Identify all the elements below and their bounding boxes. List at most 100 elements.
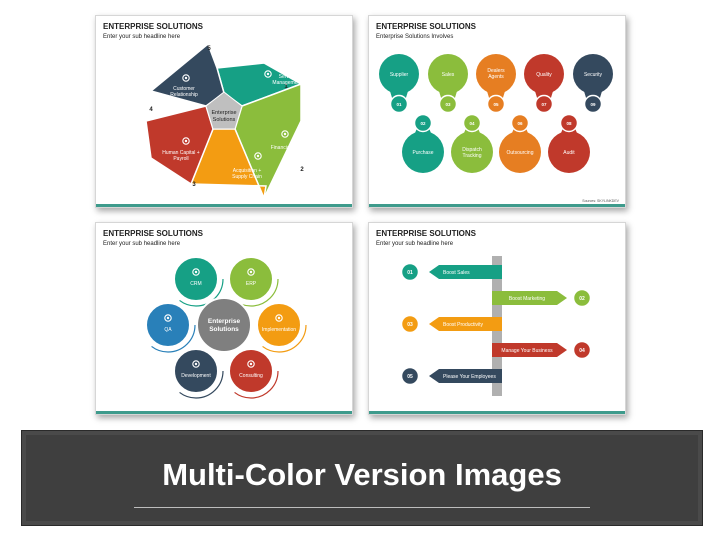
segment-label: Supply Chain [232, 174, 262, 180]
top-label: Sales [442, 72, 455, 78]
step-label: Boost Sales [443, 270, 470, 276]
center-label-line1: Enterprise [211, 110, 236, 116]
slide-title: ENTERPRISE SOLUTIONS [376, 22, 477, 31]
gear-icon-ring [247, 268, 255, 276]
gear-icon-core [277, 316, 281, 320]
top-bubble [476, 54, 516, 94]
center-pentagon [205, 91, 243, 130]
segment-label: Management [272, 80, 302, 86]
step-number: 04 [579, 348, 585, 354]
top-bubble [573, 54, 613, 94]
badge-number: 08 [566, 121, 572, 126]
step-label: Manage Your Business [501, 348, 553, 354]
segment-label: Service [279, 74, 296, 80]
gear-icon-ring [192, 360, 200, 368]
step-badge [400, 314, 420, 334]
top-label: Agents [488, 74, 504, 80]
step-arrow [492, 291, 567, 305]
badge-number: 06 [517, 121, 523, 126]
top-bubble [428, 54, 468, 94]
gear-icon [247, 268, 255, 276]
gear-icon [264, 70, 272, 78]
cycle-label: Development [181, 373, 211, 379]
step-label: Boost Marketing [509, 296, 545, 302]
pentagon-diagram: 1ServiceManagement2Financials3Acquisitio… [145, 42, 304, 201]
badge-number: 03 [445, 102, 451, 107]
person-icon [254, 152, 262, 160]
money-bag-icon [281, 130, 289, 138]
top-item: Sales 03 [428, 54, 468, 114]
step-arrow [492, 343, 567, 357]
gear-icon-ring [264, 70, 272, 78]
step-badge [400, 262, 420, 282]
step-label: Boost Productivity [443, 322, 484, 328]
bottom-label: Tracking [463, 153, 482, 159]
slide-subtitle: Enter your sub headline here [103, 241, 181, 247]
people-icon [182, 137, 190, 145]
slide-subtitle: Enterprise Solutions Involves [376, 34, 454, 40]
gear-icon-ring [275, 314, 283, 322]
top-bubble [524, 54, 564, 94]
cycle-label: Consulting [239, 373, 263, 379]
gear-icon-ring [164, 314, 172, 322]
banner-divider [134, 507, 590, 508]
person-icon-core [256, 154, 260, 158]
number-badge [534, 94, 554, 114]
cycle-circle [228, 256, 274, 302]
step-item: 03 Boost Productivity [400, 314, 502, 334]
step-badge [400, 366, 420, 386]
center-label-line2: Solutions [209, 326, 239, 333]
slide-subtitle: Enter your sub headline here [376, 241, 454, 247]
cycle-label: ERP [246, 281, 257, 287]
center-label-line1: Enterprise [208, 318, 241, 325]
cycle-arc [168, 251, 224, 307]
handshake-icon [182, 74, 190, 82]
center-circle [196, 297, 252, 353]
number-badge [583, 94, 603, 114]
badge-number: 02 [420, 121, 426, 126]
badge-number: 04 [469, 121, 475, 126]
segment-label: Customer [173, 86, 195, 92]
handshake-icon-core [184, 76, 188, 80]
crm-icon [192, 268, 200, 276]
number-badge [486, 94, 506, 114]
top-label: Dealers [487, 68, 505, 74]
cycle-item: ERP [223, 251, 279, 307]
step-badge [572, 288, 592, 308]
cycle-arc [140, 297, 196, 353]
number-badge [559, 113, 579, 133]
cycle-circle [173, 348, 219, 394]
segment-label: Human Capital + [162, 150, 199, 156]
cycle-arc [223, 343, 279, 399]
number-badge [510, 113, 530, 133]
cycle-circle [145, 302, 191, 348]
slide-thumbnail-cycle[interactable]: ENTERPRISE SOLUTIONS Enter your sub head… [95, 222, 353, 415]
step-arrow [429, 317, 502, 331]
badge-number: 05 [493, 102, 499, 107]
slide-footer-bar [96, 411, 352, 414]
gear-icon-core [166, 316, 170, 320]
cycle-label: Implementation [262, 327, 296, 333]
bottom-label: Audit [563, 150, 575, 156]
slide-thumbnail-pentagon[interactable]: ENTERPRISE SOLUTIONS Enter your sub head… [95, 15, 353, 208]
center-label-line2: Solutions [213, 117, 236, 123]
step-number: 03 [407, 322, 413, 328]
cycle-item: Development [168, 343, 224, 399]
top-bubble [379, 54, 419, 94]
slide-thumbnail-arrows[interactable]: ENTERPRISE SOLUTIONS Enter your sub head… [368, 222, 626, 415]
slide-thumbnail-involves[interactable]: ENTERPRISE SOLUTIONS Enterprise Solution… [368, 15, 626, 208]
money-bag-icon-core [283, 132, 287, 136]
segment-label: Relationship [170, 92, 198, 98]
slide-title: ENTERPRISE SOLUTIONS [103, 229, 204, 238]
badge-number: 09 [590, 102, 596, 107]
gear-icon-core [266, 72, 270, 76]
slide-footer-bar [369, 204, 625, 207]
